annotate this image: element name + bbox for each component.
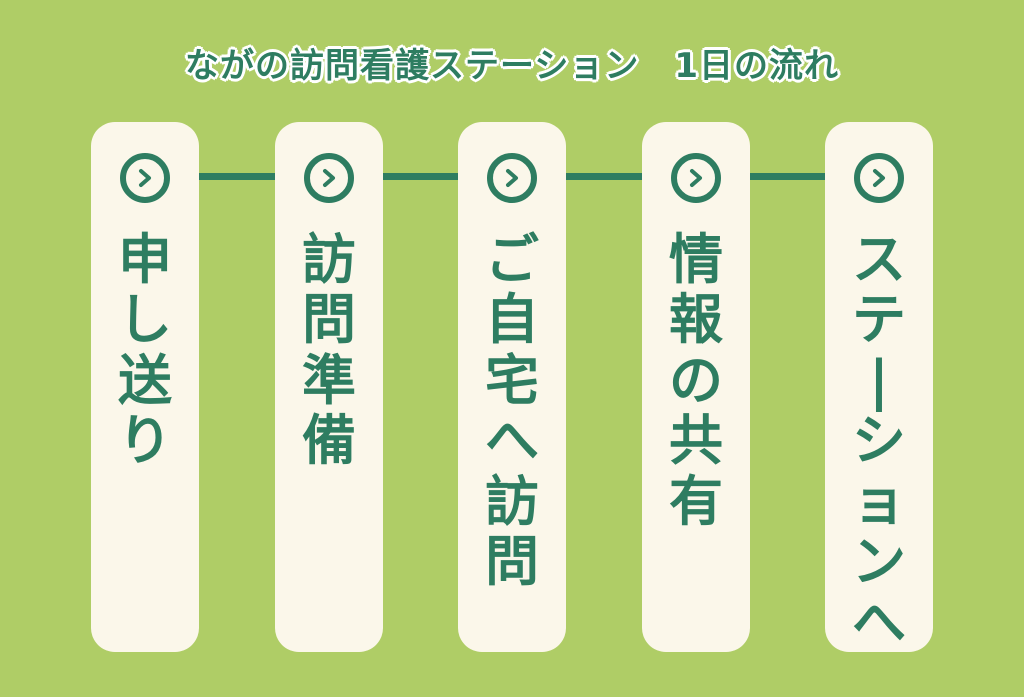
step-label-5: ス テ | シ ョ ン へ bbox=[852, 228, 906, 654]
step-card-3: ご 自 宅 へ 訪 問 bbox=[458, 122, 566, 652]
step-label-2: 訪 問 準 備 bbox=[302, 228, 356, 473]
step-card-2: 訪 問 準 備 bbox=[275, 122, 383, 652]
chevron-right-icon bbox=[854, 153, 904, 203]
step-card-4: 情 報 の 共 有 bbox=[642, 122, 750, 652]
step-card-5: ス テ | シ ョ ン へ bbox=[825, 122, 933, 654]
chevron-right-icon bbox=[671, 153, 721, 203]
step-label-4: 情 報 の 共 有 bbox=[669, 228, 723, 533]
chevron-right-icon bbox=[120, 153, 170, 203]
chevron-right-icon bbox=[487, 153, 537, 203]
step-label-3: ご 自 宅 へ 訪 問 bbox=[485, 228, 539, 594]
step-card-1: 申 し 送 り bbox=[91, 122, 199, 652]
chevron-right-icon bbox=[304, 153, 354, 203]
page-title: ながの訪問看護ステーション 1日の流れ bbox=[185, 46, 839, 86]
step-label-1: 申 し 送 り bbox=[118, 228, 172, 473]
